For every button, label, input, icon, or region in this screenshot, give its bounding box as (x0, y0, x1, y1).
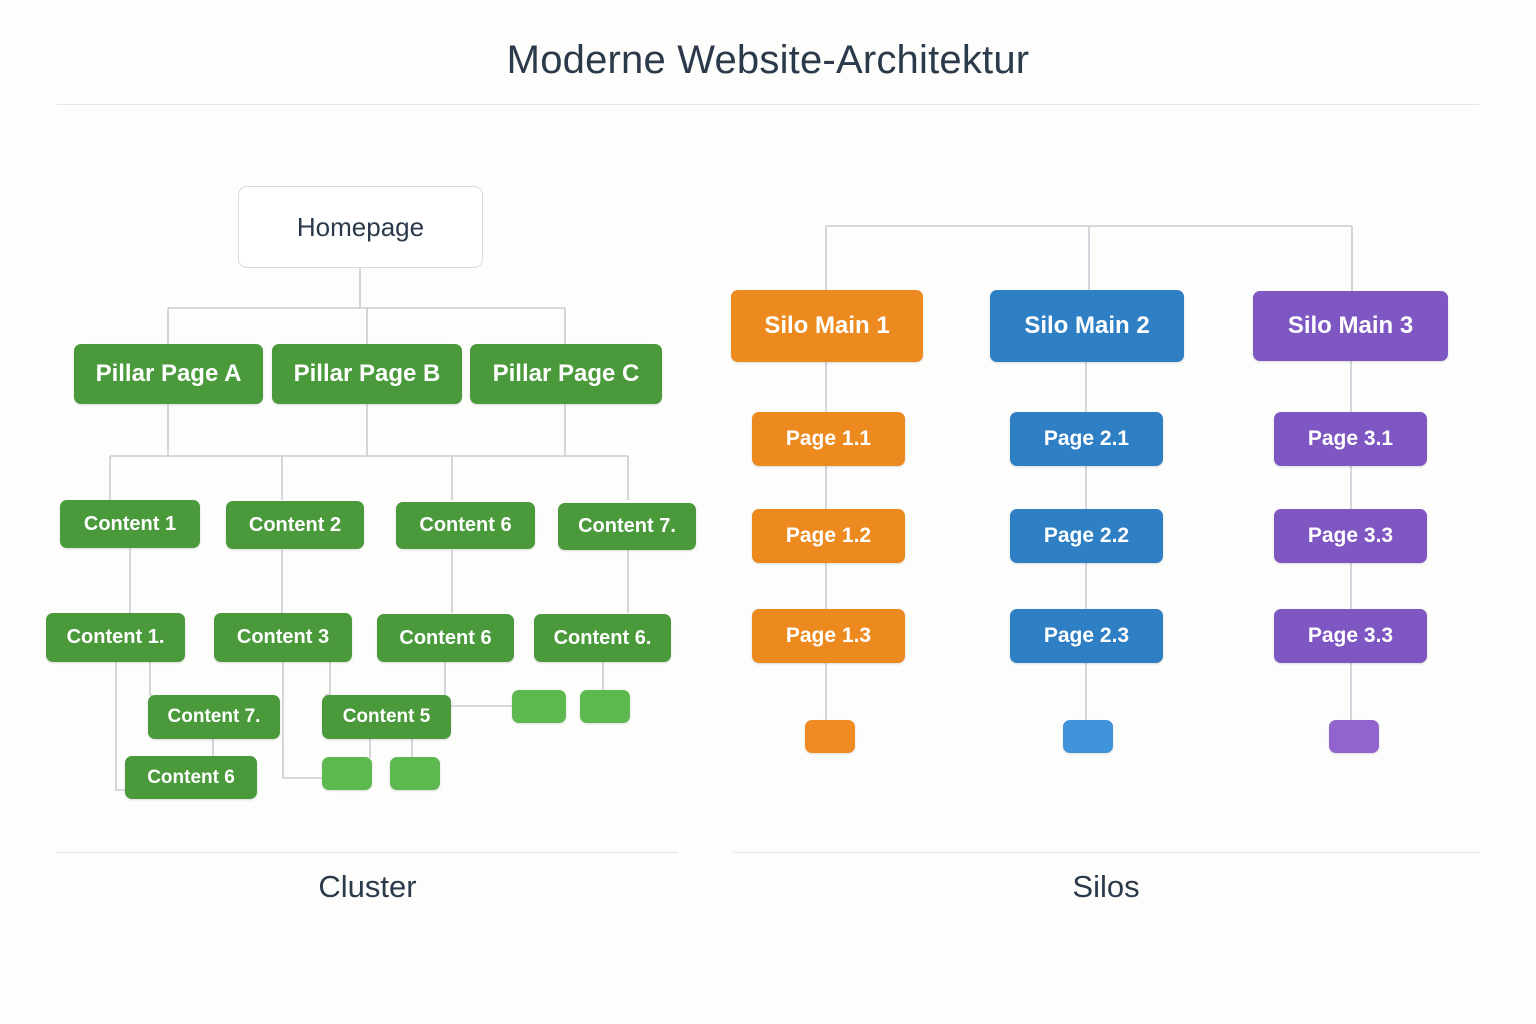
silo-page-1-2[interactable]: Page 2.3 (1010, 609, 1163, 663)
cluster-stub-2[interactable] (322, 757, 372, 790)
silo-page-1-1[interactable]: Page 2.2 (1010, 509, 1163, 563)
cluster-stub-1[interactable] (580, 690, 630, 723)
cluster-content-r5-0[interactable]: Content 7. (148, 695, 280, 739)
silo-page-2-0[interactable]: Page 3.1 (1274, 412, 1427, 466)
cluster-divider (57, 852, 678, 853)
silo-page-0-0[interactable]: Page 1.1 (752, 412, 905, 466)
cluster-content-r4-3[interactable]: Content 6. (534, 614, 671, 662)
cluster-stub-3[interactable] (390, 757, 440, 790)
silo-main-1[interactable]: Silo Main 2 (990, 290, 1184, 362)
cluster-content-r3-2[interactable]: Content 6 (396, 502, 535, 549)
cluster-pillar-1[interactable]: Pillar Page B (272, 344, 462, 404)
cluster-caption: Cluster (318, 869, 417, 904)
title-divider (57, 104, 1479, 105)
cluster-stub-0[interactable] (512, 690, 566, 723)
cluster-content-r4-0[interactable]: Content 1. (46, 613, 185, 662)
cluster-root-homepage[interactable]: Homepage (238, 186, 483, 268)
cluster-content-r4-1[interactable]: Content 3 (214, 613, 352, 662)
silo-page-0-1[interactable]: Page 1.2 (752, 509, 905, 563)
silo-page-2-2[interactable]: Page 3.3 (1274, 609, 1427, 663)
cluster-content-r4-2[interactable]: Content 6 (377, 614, 514, 662)
silo-page-2-1[interactable]: Page 3.3 (1274, 509, 1427, 563)
cluster-content-r3-3[interactable]: Content 7. (558, 503, 696, 550)
cluster-pillar-2[interactable]: Pillar Page C (470, 344, 662, 404)
cluster-content-r5-1[interactable]: Content 5 (322, 695, 451, 739)
page-title: Moderne Website-Architektur (506, 38, 1030, 82)
silo-main-0[interactable]: Silo Main 1 (731, 290, 923, 362)
silo-stub-0[interactable] (805, 720, 855, 753)
silos-caption: Silos (1072, 869, 1140, 904)
cluster-content-r6-0[interactable]: Content 6 (125, 756, 257, 799)
silo-page-1-0[interactable]: Page 2.1 (1010, 412, 1163, 466)
silos-divider (733, 852, 1479, 853)
silo-stub-2[interactable] (1329, 720, 1379, 753)
silo-page-0-2[interactable]: Page 1.3 (752, 609, 905, 663)
cluster-content-r3-0[interactable]: Content 1 (60, 500, 200, 548)
silo-stub-1[interactable] (1063, 720, 1113, 753)
silo-main-2[interactable]: Silo Main 3 (1253, 291, 1448, 361)
cluster-pillar-0[interactable]: Pillar Page A (74, 344, 263, 404)
cluster-content-r3-1[interactable]: Content 2 (226, 501, 364, 549)
